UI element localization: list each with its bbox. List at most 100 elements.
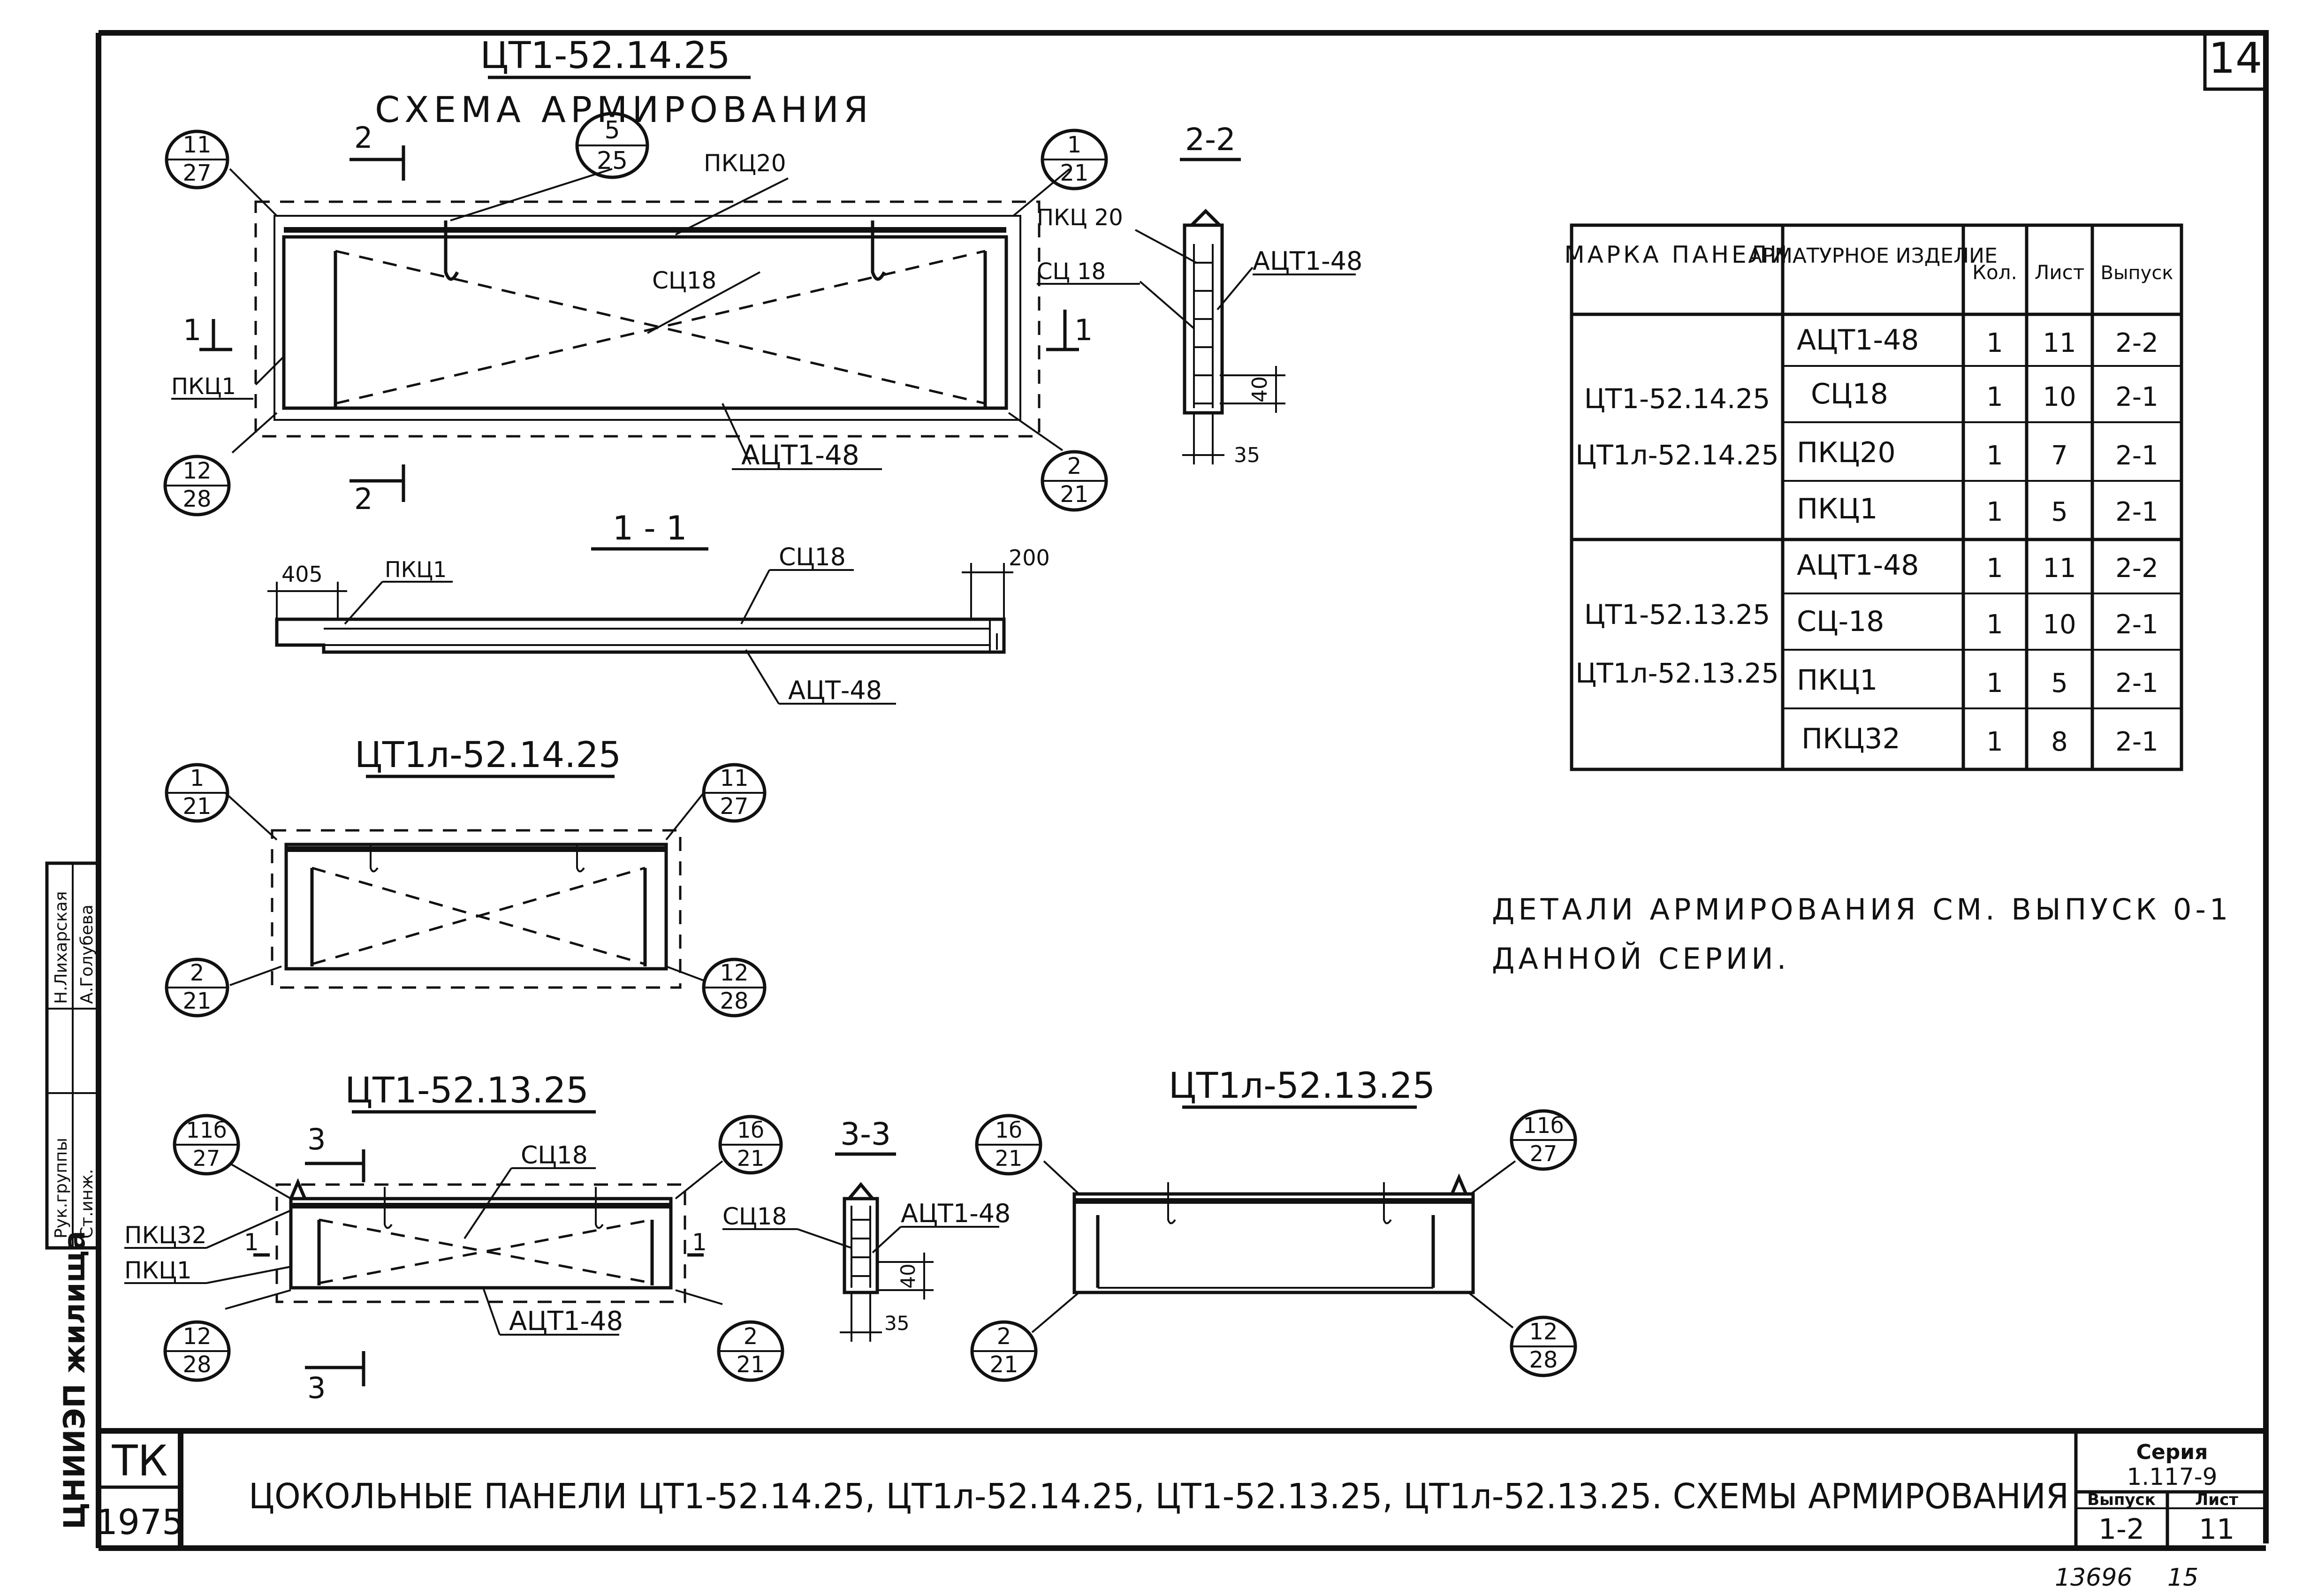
svg-text:2: 2 bbox=[1067, 453, 1082, 479]
svg-text:1б: 1б bbox=[995, 1117, 1022, 1143]
drawing-13-label-pkc1: ПКЦ1 bbox=[124, 1257, 192, 1284]
table-row: ПКЦ1 1 5 2-1 bbox=[1797, 664, 2158, 699]
svg-text:2-1: 2-1 bbox=[2115, 382, 2158, 412]
main-callout-top: 5 25 bbox=[575, 112, 649, 179]
svg-text:2-2: 2-2 bbox=[2115, 553, 2158, 584]
table-header-item: АРМАТУРНОЕ ИЗДЕЛИЕ bbox=[1748, 244, 1998, 268]
drawing-13-label-pkc32: ПКЦ32 bbox=[124, 1222, 207, 1249]
title-block-list-label: Лист bbox=[2195, 1490, 2238, 1509]
drawing-13-section-mark-1-left: 1 bbox=[244, 1229, 259, 1256]
section-3-3-label-act: АЦТ1-48 bbox=[901, 1199, 1011, 1228]
drawing-l-13-title: ЦТ1л-52.13.25 bbox=[1169, 1064, 1435, 1106]
drawing-13-callout-tl: 11б 27 bbox=[173, 1114, 240, 1176]
table-row: СЦ18 1 10 2-1 bbox=[1811, 378, 2158, 412]
svg-text:1: 1 bbox=[190, 765, 205, 791]
table-header-issue: Выпуск bbox=[2101, 262, 2173, 284]
svg-text:2: 2 bbox=[997, 1323, 1011, 1350]
section-1-1-dim-405: 405 bbox=[281, 562, 323, 587]
drawing-13-label-act: АЦТ1-48 bbox=[509, 1306, 623, 1337]
main-label-sc18: СЦ18 bbox=[652, 267, 716, 294]
main-section-mark-2-bottom: 2 bbox=[354, 482, 372, 516]
section-2-2-label-act: АЦТ1-48 bbox=[1253, 246, 1362, 276]
table-header-row: МАРКА ПАНЕЛИ АРМАТУРНОЕ ИЗДЕЛИЕ Кол. Лис… bbox=[1564, 241, 2173, 284]
title-block-year: 1975 bbox=[96, 1502, 184, 1543]
svg-text:СЦ18: СЦ18 bbox=[1811, 378, 1888, 410]
svg-text:11: 11 bbox=[720, 765, 748, 791]
drawing-l-14-title: ЦТ1л-52.14.25 bbox=[355, 734, 621, 775]
section-2-2-dim-35: 35 bbox=[1234, 443, 1260, 467]
section-2-2-label-pkc20: ПКЦ 20 bbox=[1037, 205, 1123, 231]
svg-text:21: 21 bbox=[182, 793, 211, 820]
svg-text:2: 2 bbox=[190, 960, 205, 986]
svg-text:1: 1 bbox=[1986, 441, 2003, 471]
main-callout-bl: 12 28 bbox=[163, 455, 231, 517]
sheet-number: 14 bbox=[2209, 34, 2263, 83]
svg-text:2-1: 2-1 bbox=[2115, 441, 2158, 471]
svg-text:27: 27 bbox=[193, 1146, 220, 1171]
svg-text:25: 25 bbox=[597, 147, 628, 175]
svg-text:1: 1 bbox=[1986, 668, 2003, 699]
main-label-pkc20: ПКЦ20 bbox=[704, 150, 786, 177]
drawing-13-callout-tr: 1б 21 bbox=[718, 1115, 783, 1175]
table-group-2: ЦТ1-52.13.25 ЦТ1л-52.13.25 АЦТ1-48 1 11 … bbox=[1575, 549, 2158, 757]
svg-text:12: 12 bbox=[182, 458, 211, 484]
table-row: АЦТ1-48 1 11 2-2 bbox=[1797, 549, 2158, 584]
svg-text:2: 2 bbox=[744, 1323, 758, 1350]
note-line-2: ДАННОЙ СЕРИИ. bbox=[1492, 942, 1790, 976]
svg-text:2-1: 2-1 bbox=[2115, 668, 2158, 699]
title-block-vypusk: 1-2 bbox=[2098, 1513, 2144, 1546]
drawing-13-section-mark-3-bottom: 3 bbox=[307, 1371, 326, 1405]
section-3-3-dim-35: 35 bbox=[884, 1312, 909, 1335]
drawing-13-section-mark-3-top: 3 bbox=[307, 1122, 326, 1156]
title-block-vypusk-label: Выпуск bbox=[2087, 1490, 2156, 1509]
svg-text:11: 11 bbox=[182, 132, 211, 158]
drawing-13-callout-br: 2 21 bbox=[717, 1320, 784, 1382]
svg-text:ПКЦ32: ПКЦ32 bbox=[1801, 722, 1900, 755]
section-1-1-dim-200: 200 bbox=[1009, 545, 1050, 570]
table-row: ПКЦ1 1 5 2-1 bbox=[1797, 493, 2158, 527]
main-callout-tl: 11 27 bbox=[165, 129, 229, 190]
left-strip-name-1: Н.Лихарская bbox=[52, 891, 71, 1004]
svg-text:12: 12 bbox=[1529, 1319, 1558, 1345]
section-2-2-dim-40: 40 bbox=[1248, 376, 1272, 403]
drawing-l-14-callout-bl: 2 21 bbox=[165, 958, 229, 1018]
svg-text:2-1: 2-1 bbox=[2115, 609, 2158, 640]
main-drawing-title: ЦТ1-52.14.25 bbox=[480, 35, 730, 77]
footer-page: 15 bbox=[2167, 1564, 2198, 1592]
title-block: ТК 1975 ЦОКОЛЬНЫЕ ПАНЕЛИ ЦТ1-52.14.25, Ц… bbox=[96, 1431, 2266, 1551]
svg-text:21: 21 bbox=[736, 1352, 765, 1378]
table-row: ПКЦ32 1 8 2-1 bbox=[1801, 722, 2158, 757]
title-block-list: 11 bbox=[2199, 1513, 2234, 1546]
table-group-1: ЦТ1-52.14.25 ЦТ1л-52.14.25 АЦТ1-48 1 11 … bbox=[1575, 324, 2158, 527]
svg-text:1: 1 bbox=[1986, 553, 2003, 584]
left-strip-role-2: Ст.инж. bbox=[77, 1169, 97, 1239]
section-3-3-title: 3-3 bbox=[840, 1116, 891, 1152]
title-block-series-label: Серия bbox=[2136, 1440, 2208, 1464]
svg-text:21: 21 bbox=[1060, 160, 1088, 186]
svg-text:2-1: 2-1 bbox=[2115, 727, 2158, 757]
drawing-l-14: ЦТ1л-52.14.25 bbox=[224, 734, 705, 989]
main-section-mark-2-top: 2 bbox=[354, 121, 372, 155]
svg-text:СЦ-18: СЦ-18 bbox=[1797, 605, 1884, 638]
main-section-mark-1-right: 1 bbox=[1074, 313, 1093, 347]
svg-text:8: 8 bbox=[2051, 727, 2068, 757]
svg-text:10: 10 bbox=[2043, 609, 2076, 640]
section-3-3-label-sc18: СЦ18 bbox=[722, 1203, 787, 1230]
section-3-3: 3-3 СЦ18 АЦТ1-48 40 35 bbox=[722, 1116, 1011, 1342]
svg-text:27: 27 bbox=[720, 793, 748, 820]
section-1-1-label-sc18: СЦ18 bbox=[779, 543, 846, 571]
note: ДЕТАЛИ АРМИРОВАНИЯ СМ. ВЫПУСК 0-1 ДАННОЙ… bbox=[1492, 892, 2228, 976]
footer-inventory: 13696 bbox=[2055, 1564, 2132, 1592]
svg-text:ПКЦ1: ПКЦ1 bbox=[1797, 493, 1877, 525]
drawing-l-13-callout-tl: 1б 21 bbox=[975, 1114, 1042, 1176]
svg-text:7: 7 bbox=[2051, 441, 2068, 471]
svg-text:1: 1 bbox=[1986, 328, 2003, 358]
main-drawing: ЦТ1-52.14.25 СХЕМА АРМИРОВАНИЯ ПКЦ20 СЦ1… bbox=[171, 35, 1093, 516]
svg-text:1: 1 bbox=[1986, 382, 2003, 412]
drawing-13-title: ЦТ1-52.13.25 bbox=[345, 1069, 589, 1111]
section-1-1: 1 - 1 405 200 ПКЦ1 СЦ18 АЦТ-48 bbox=[267, 509, 1050, 705]
svg-text:27: 27 bbox=[1530, 1141, 1558, 1166]
table-group-1-panel-1: ЦТ1-52.14.25 bbox=[1584, 383, 1770, 415]
table-group-2-panel-2: ЦТ1л-52.13.25 bbox=[1575, 657, 1779, 689]
